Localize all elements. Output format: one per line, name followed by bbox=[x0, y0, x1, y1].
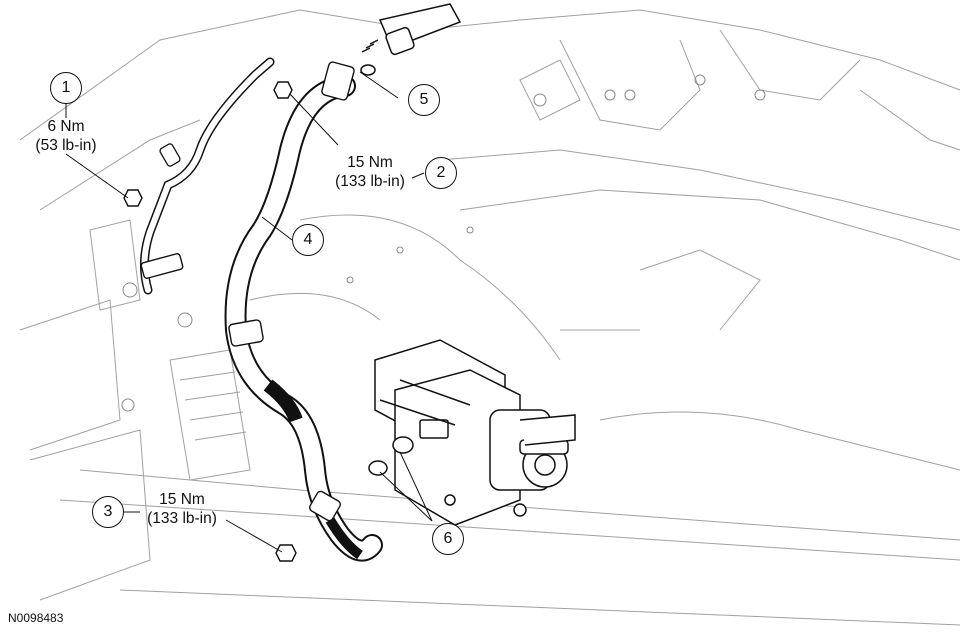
coolant-tube bbox=[140, 57, 275, 295]
coolant-heater-unit bbox=[368, 339, 576, 526]
fasteners bbox=[123, 81, 297, 562]
torque-spec-1-imperial: (53 lb-in) bbox=[35, 137, 97, 154]
hose-connector bbox=[360, 3, 462, 76]
callout-2: 2 bbox=[425, 157, 457, 189]
torque-spec-1-nm: 6 Nm bbox=[47, 118, 85, 135]
torque-spec-3-nm: 15 Nm bbox=[159, 491, 205, 508]
callout-4: 4 bbox=[292, 224, 324, 256]
callout-6: 6 bbox=[432, 523, 464, 555]
body-structure-lines bbox=[19, 9, 961, 626]
torque-spec-2-imperial: (133 lb-in) bbox=[335, 173, 405, 190]
hose-clamps bbox=[140, 61, 355, 522]
torque-spec-2: 15 Nm (133 lb-in) bbox=[320, 153, 420, 191]
leader-lines bbox=[65, 71, 433, 553]
torque-spec-1: 6 Nm (53 lb-in) bbox=[20, 117, 112, 155]
torque-spec-3: 15 Nm (133 lb-in) bbox=[134, 490, 230, 528]
callout-1: 1 bbox=[50, 72, 82, 104]
torque-spec-2-nm: 15 Nm bbox=[347, 154, 393, 171]
callout-5: 5 bbox=[408, 84, 440, 116]
figure-id: N0098483 bbox=[8, 611, 64, 625]
torque-spec-3-imperial: (133 lb-in) bbox=[147, 510, 217, 527]
callout-3: 3 bbox=[92, 496, 124, 528]
